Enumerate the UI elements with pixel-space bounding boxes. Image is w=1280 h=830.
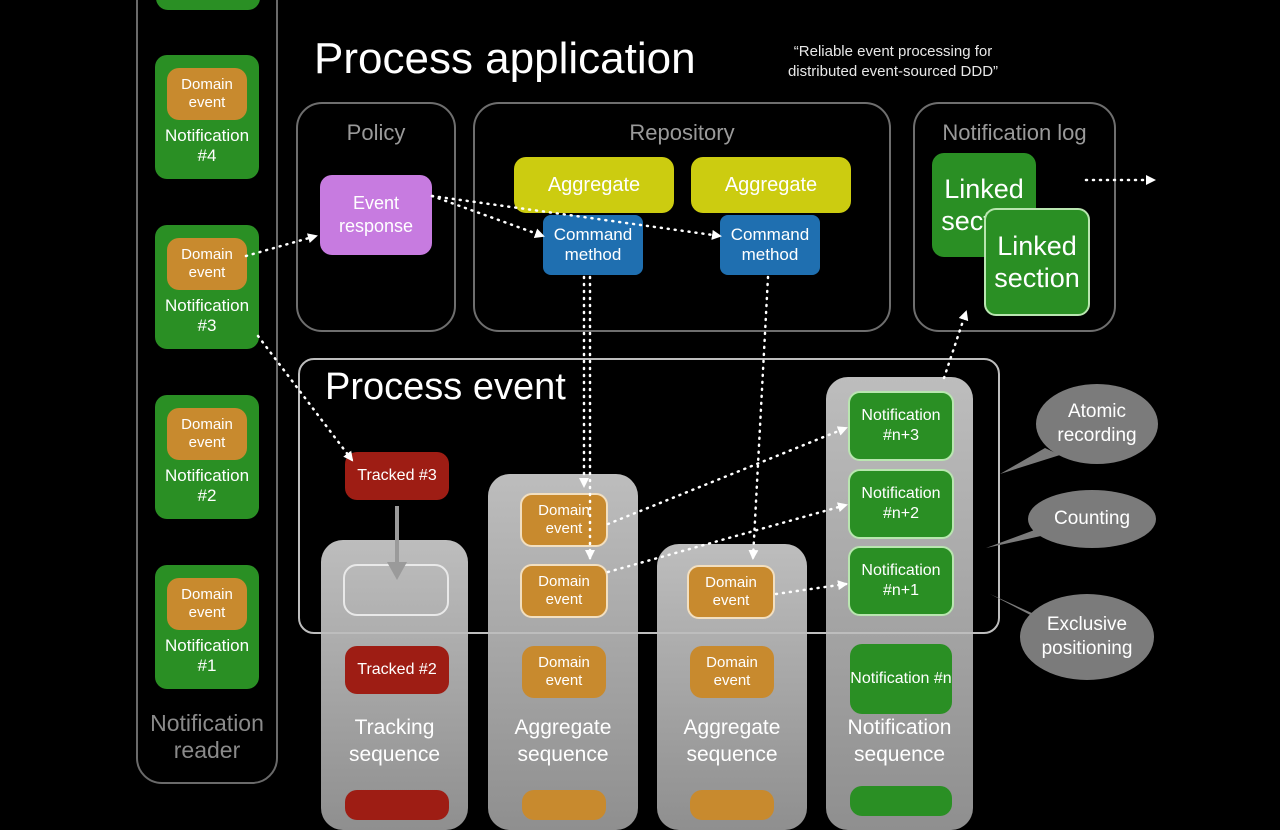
- notification-label: Notification #1: [165, 636, 250, 675]
- process-application-title: Process application: [314, 34, 696, 83]
- domain-event: Domain event: [520, 564, 608, 618]
- notification-reader-label: Notification reader: [150, 710, 264, 763]
- domain-event: Domain event: [522, 646, 606, 698]
- notification-n: Notification #n: [850, 644, 952, 714]
- notification-label: Notification #4: [165, 126, 250, 165]
- aggregate-2: Aggregate: [691, 157, 851, 213]
- notification-label: Notification #3: [165, 296, 250, 335]
- notification-partial-top: [156, 0, 260, 10]
- process-event-title: Process event: [325, 366, 566, 408]
- command-method-1: Command method: [543, 215, 643, 275]
- aggregate-1: Aggregate: [514, 157, 674, 213]
- tracking-sequence-label: Tracking sequence: [348, 716, 441, 766]
- policy-title: Policy: [346, 120, 406, 145]
- notification-partial: [850, 786, 952, 816]
- callout-tail: [1000, 448, 1060, 474]
- domain-event: Domain event: [167, 408, 247, 460]
- notification-n-plus-2: Notification #n+2: [848, 469, 954, 539]
- callout-counting: Counting: [1028, 490, 1156, 548]
- domain-event: Domain event: [167, 238, 247, 290]
- tracked-2: Tracked #2: [345, 646, 449, 694]
- event-response: Event response: [320, 175, 432, 255]
- tracked-3: Tracked #3: [345, 452, 449, 500]
- aggregate-sequence-label: Aggregate sequence: [683, 716, 781, 766]
- domain-event: Domain event: [687, 565, 775, 619]
- linked-section-front: Linked section: [984, 208, 1090, 316]
- reader-notification-3: Domain event Notification #3: [155, 225, 259, 349]
- notification-n-plus-3: Notification #n+3: [848, 391, 954, 461]
- domain-event-partial: [522, 790, 606, 820]
- domain-event: Domain event: [690, 646, 774, 698]
- aggregate-sequence-label: Aggregate sequence: [514, 716, 612, 766]
- notification-log-title: Notification log: [942, 120, 1087, 145]
- notification-n-plus-1: Notification #n+1: [848, 546, 954, 616]
- domain-event: Domain event: [520, 493, 608, 547]
- callout-atomic-recording: Atomic recording: [1036, 384, 1158, 464]
- command-method-2: Command method: [720, 215, 820, 275]
- tracked-empty-slot: [343, 564, 449, 616]
- notification-sequence-label: Notification sequence: [847, 716, 952, 766]
- reader-notification-1: Domain event Notification #1: [155, 565, 259, 689]
- reader-notification-2: Domain event Notification #2: [155, 395, 259, 519]
- repository-title: Repository: [629, 120, 735, 145]
- notification-log-frame: [913, 102, 1116, 332]
- tracked-partial: [345, 790, 449, 820]
- quote-text: “Reliable event processing for distribut…: [787, 43, 999, 80]
- process-event-frame: [298, 358, 1000, 634]
- notification-label: Notification #2: [165, 466, 250, 505]
- domain-event: Domain event: [167, 578, 247, 630]
- domain-event: Domain event: [167, 68, 247, 120]
- domain-event-partial: [690, 790, 774, 820]
- reader-notification-4: Domain event Notification #4: [155, 55, 259, 179]
- callout-exclusive-positioning: Exclusive positioning: [1020, 594, 1154, 680]
